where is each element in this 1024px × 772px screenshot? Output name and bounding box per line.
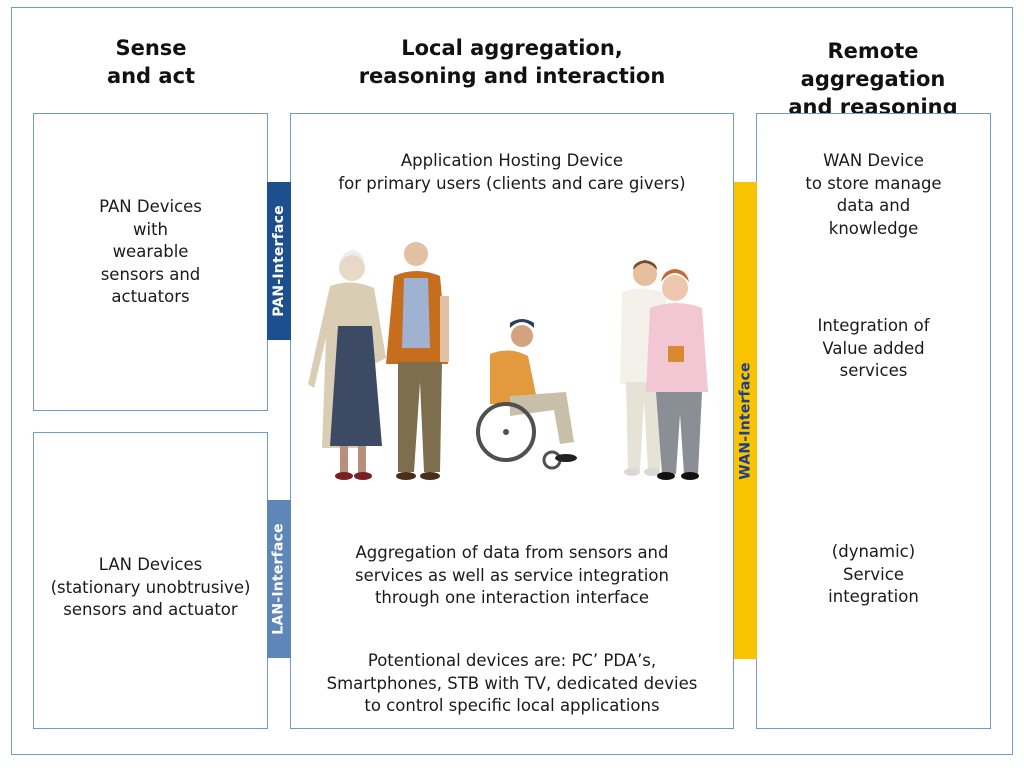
diagram-frame bbox=[11, 7, 1013, 755]
wheelchair-user-figure bbox=[476, 319, 577, 470]
lan-interface-label: LAN-Interface bbox=[271, 523, 288, 635]
lan-devices-text: LAN Devices (stationary unobtrusive) sen… bbox=[50, 555, 251, 619]
elderly-man-figure bbox=[386, 242, 449, 480]
dynamic-service-integration-text: (dynamic) Service integration bbox=[828, 542, 919, 606]
lan-devices-box bbox=[33, 432, 268, 729]
elderly-woman-pink-figure bbox=[646, 269, 708, 480]
wan-interface-bar: WAN-Interface bbox=[734, 182, 757, 659]
elderly-woman-figure bbox=[308, 250, 386, 480]
pan-devices-box bbox=[33, 113, 268, 411]
lan-interface-bar: LAN-Interface bbox=[267, 500, 291, 658]
remote-wan-box bbox=[756, 113, 991, 729]
pan-interface-bar: PAN-Interface bbox=[267, 182, 291, 340]
pan-devices-text: PAN Devices with wearable sensors and ac… bbox=[99, 197, 202, 306]
aggregation-text: Aggregation of data from sensors and ser… bbox=[355, 543, 669, 607]
hosting-device-text: Application Hosting Device for primary u… bbox=[338, 151, 686, 193]
value-added-services-text: Integration of Value added services bbox=[817, 316, 930, 380]
wan-interface-label: WAN-Interface bbox=[737, 361, 754, 480]
pan-interface-label: PAN-Interface bbox=[271, 205, 288, 317]
sense-column-title: Sense and act bbox=[106, 36, 196, 88]
people-illustration bbox=[308, 242, 708, 480]
wan-device-text: WAN Device to store manage data and know… bbox=[805, 151, 942, 238]
local-column-title: Local aggregation, reasoning and interac… bbox=[358, 36, 666, 88]
remote-column-title: Remote aggregation and reasoning bbox=[788, 39, 958, 119]
potential-devices-text: Potentional devices are: PC’ PDA’s, Smar… bbox=[326, 651, 698, 715]
